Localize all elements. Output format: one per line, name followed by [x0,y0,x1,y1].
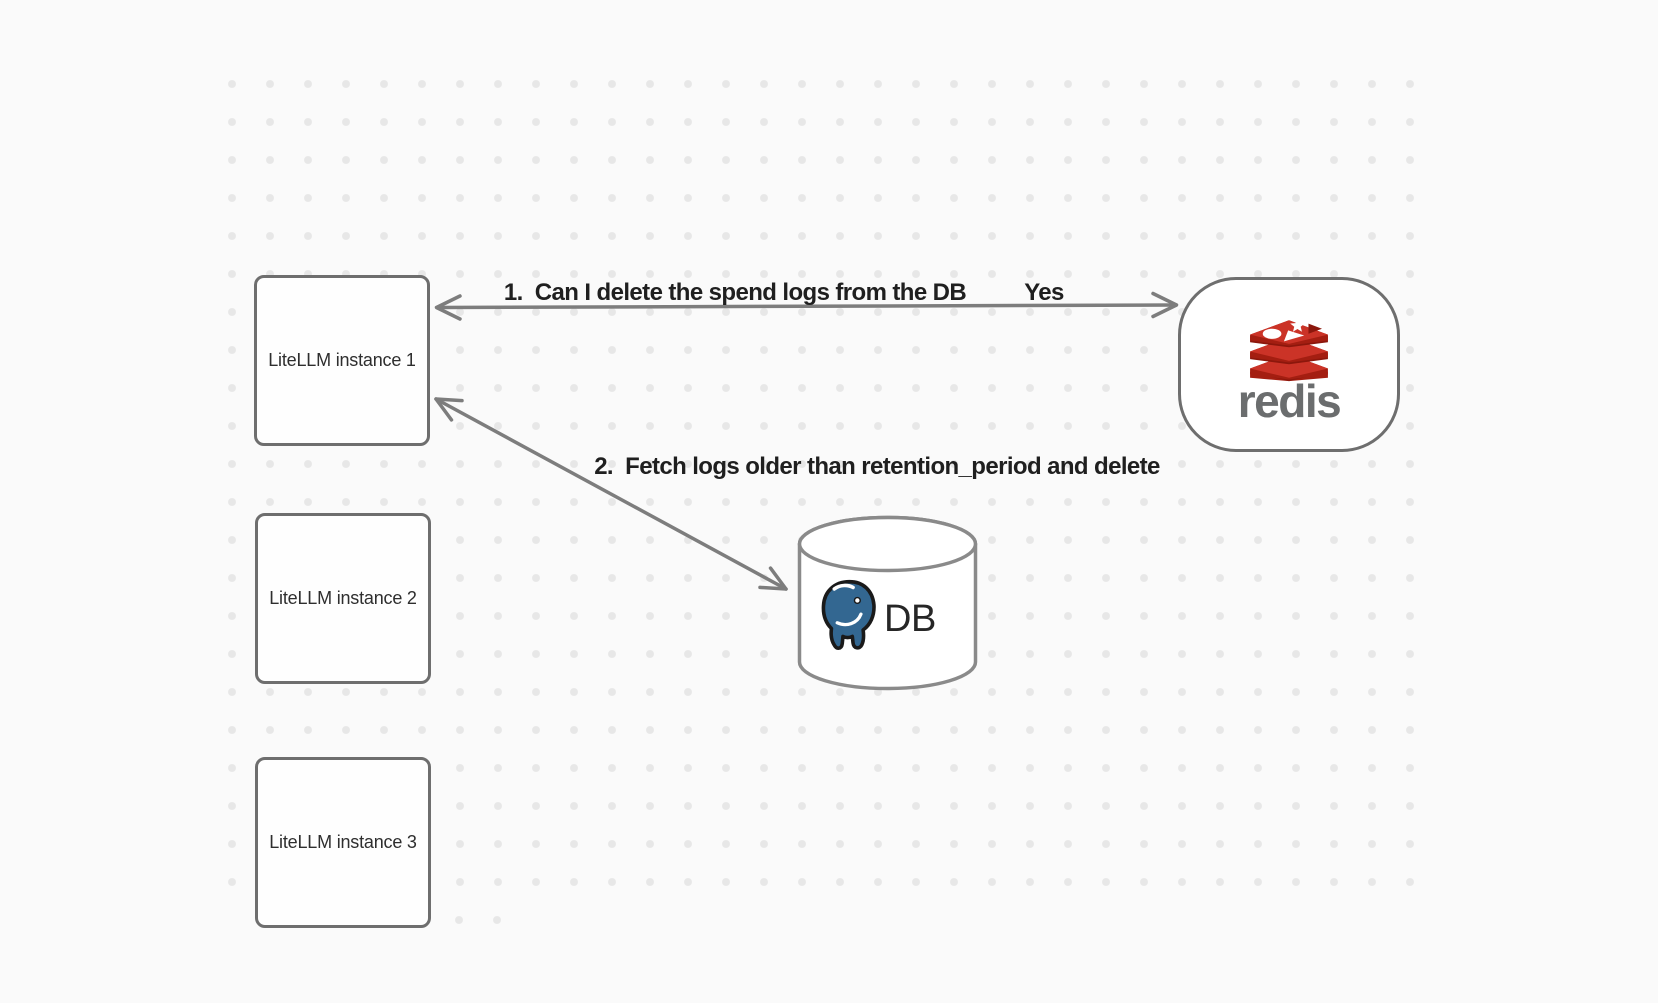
litellm-instance-2-node: LiteLLM instance 2 [255,513,431,684]
redis-logo-icon [1250,318,1328,382]
db-fetch-arrow [434,397,788,591]
litellm-instance-3-label: LiteLLM instance 3 [269,832,417,852]
postgresql-elephant-icon [821,579,876,650]
litellm-instance-3-node: LiteLLM instance 3 [255,757,431,928]
redis-wordmark: redis [1237,375,1342,427]
redis-query-answer-label: Yes [1024,279,1064,306]
db-fetch-arrow-label: 2. Fetch logs older than retention_perio… [594,453,1160,480]
redis-query-arrow-label: 1. Can I delete the spend logs from the … [503,279,967,306]
redis-node: redis [1178,277,1400,452]
litellm-instance-2-label: LiteLLM instance 2 [269,588,417,608]
litellm-instance-1-node: LiteLLM instance 1 [254,275,430,446]
db-label: DB [884,598,936,640]
redis-query-arrow [434,291,1179,321]
litellm-instance-1-label: LiteLLM instance 1 [268,350,416,370]
